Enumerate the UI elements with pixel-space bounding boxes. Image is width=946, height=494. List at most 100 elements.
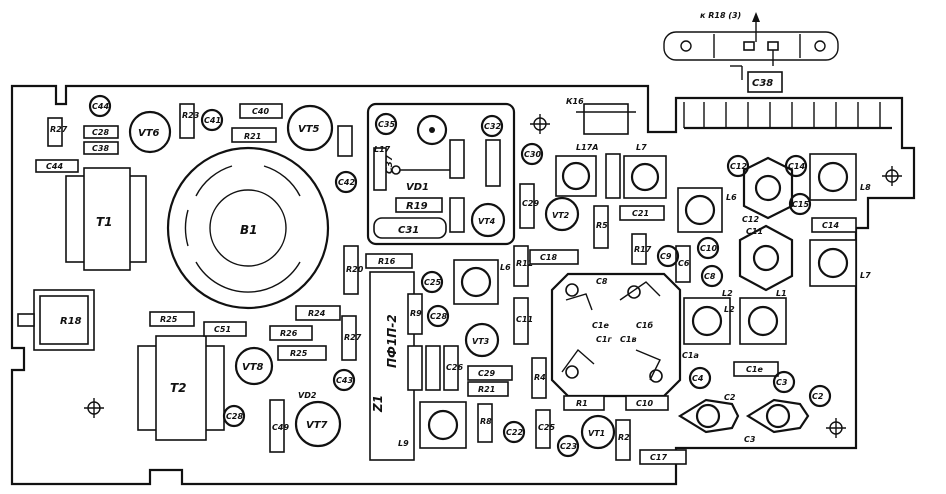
svg-text:L8: L8 (860, 183, 871, 192)
svg-text:C42: C42 (338, 178, 355, 187)
svg-text:R23: R23 (182, 111, 200, 120)
filter-z1 (369, 271, 415, 461)
svg-text:VT7: VT7 (306, 420, 328, 431)
svg-text:L2: L2 (724, 305, 735, 314)
trimmer-c2: C2 (677, 393, 740, 434)
vd2-label: VD2 (298, 391, 317, 400)
pot-r18: R18 (17, 289, 95, 351)
svg-text:VT5: VT5 (298, 124, 320, 135)
coil-l5: L6 (677, 187, 737, 233)
terminal-comb (683, 102, 892, 130)
svg-text:C43: C43 (336, 376, 353, 385)
svg-text:C1e: C1e (592, 321, 609, 330)
svg-text:C15: C15 (792, 200, 809, 209)
coil-l1: L1 (739, 289, 787, 345)
transistor-vt2: VT2 (544, 196, 580, 232)
svg-text:C25: C25 (538, 423, 555, 432)
svg-text:C2: C2 (724, 393, 736, 402)
svg-text:VT2: VT2 (552, 211, 570, 220)
board-outline (10, 84, 916, 486)
coil-l2: L2 (683, 289, 733, 345)
svg-text:L7: L7 (860, 271, 871, 280)
svg-text:C31: C31 (398, 225, 419, 236)
svg-text:C21: C21 (632, 209, 649, 218)
mount-holes (84, 114, 902, 438)
connector-note: к R18 (3) (700, 11, 741, 20)
svg-text:R21: R21 (478, 385, 495, 394)
transistor-vt8: VT8 (234, 346, 274, 386)
svg-text:C38: C38 (92, 144, 109, 153)
svg-text:C40: C40 (252, 107, 269, 116)
svg-text:C37: C37 (385, 154, 395, 174)
svg-text:R27: R27 (50, 125, 68, 134)
svg-text:VT4: VT4 (478, 217, 496, 226)
svg-text:C49: C49 (272, 423, 289, 432)
connector-assembly: C38 к R18 (3) (663, 11, 839, 93)
svg-text:R12: R12 (516, 259, 534, 268)
svg-text:L9: L9 (398, 439, 409, 448)
svg-text:R27: R27 (344, 333, 362, 342)
svg-text:R2: R2 (618, 433, 630, 442)
svg-text:VT3: VT3 (472, 337, 490, 346)
svg-text:L6: L6 (726, 193, 737, 202)
svg-text:C6: C6 (678, 259, 690, 268)
transformer-t1: T1 (65, 167, 147, 271)
svg-text:C1e: C1e (746, 365, 763, 374)
svg-text:C28: C28 (430, 312, 447, 321)
svg-text:VT8: VT8 (242, 362, 264, 373)
transistor-vt6: VT6 (128, 110, 172, 154)
svg-text:L17A: L17A (576, 143, 598, 152)
c35-body (373, 217, 447, 239)
svg-text:C17: C17 (650, 453, 667, 462)
svg-text:C14: C14 (788, 162, 805, 171)
coil-l6: L7 (623, 143, 667, 199)
coil-l8: L8 (809, 153, 871, 201)
svg-text:R26: R26 (280, 329, 298, 338)
coil-l17a: L17A (555, 143, 598, 197)
svg-text:C35: C35 (378, 120, 395, 129)
svg-text:R19: R19 (406, 201, 428, 212)
svg-text:C10: C10 (636, 399, 653, 408)
svg-text:R4: R4 (534, 373, 546, 382)
svg-text:C28: C28 (92, 128, 109, 137)
r17-body (395, 197, 443, 213)
svg-text:R20: R20 (346, 265, 364, 274)
svg-text:C29: C29 (478, 369, 495, 378)
svg-text:R24: R24 (308, 309, 326, 318)
svg-text:C1в: C1в (620, 335, 637, 344)
svg-text:L6: L6 (500, 263, 511, 272)
transistor-vt1: VT1 (580, 414, 616, 450)
connector-part-label: C38 (752, 78, 773, 89)
svg-text:R9: R9 (410, 309, 422, 318)
coil-l17 (416, 114, 448, 146)
svg-text:VT6: VT6 (138, 128, 160, 139)
svg-text:C22: C22 (506, 428, 523, 437)
svg-text:C11: C11 (746, 227, 763, 236)
coil-l9: L9 (398, 401, 467, 449)
svg-text:C12: C12 (730, 162, 747, 171)
svg-text:C2: C2 (812, 392, 824, 401)
svg-text:R5: R5 (596, 221, 608, 230)
round-caps: C44 C41 C42 C35 C32 C30 C25 C28 C43 C28 … (88, 94, 832, 458)
svg-text:C29: C29 (522, 199, 539, 208)
svg-text:R21: R21 (244, 132, 261, 141)
svg-text:T1: T1 (96, 215, 113, 229)
c-shield-right (485, 139, 501, 187)
svg-text:C3: C3 (744, 435, 756, 444)
svg-text:C11: C11 (516, 315, 533, 324)
transformer-t2: T2 (137, 335, 225, 441)
svg-text:C3: C3 (776, 378, 788, 387)
svg-text:R25: R25 (290, 349, 308, 358)
svg-text:C23: C23 (560, 442, 577, 451)
svg-text:C26: C26 (446, 363, 463, 372)
trimmer-c3: C3 (744, 398, 810, 444)
svg-text:C32: C32 (484, 122, 501, 131)
trimmer-c17 (742, 156, 794, 220)
coil-l7: L7 (809, 239, 871, 287)
svg-text:T2: T2 (170, 381, 187, 395)
svg-text:C28: C28 (226, 412, 243, 421)
svg-text:C1б: C1б (636, 320, 653, 330)
k16-label: К16 (566, 97, 584, 106)
svg-text:C25: C25 (424, 278, 441, 287)
